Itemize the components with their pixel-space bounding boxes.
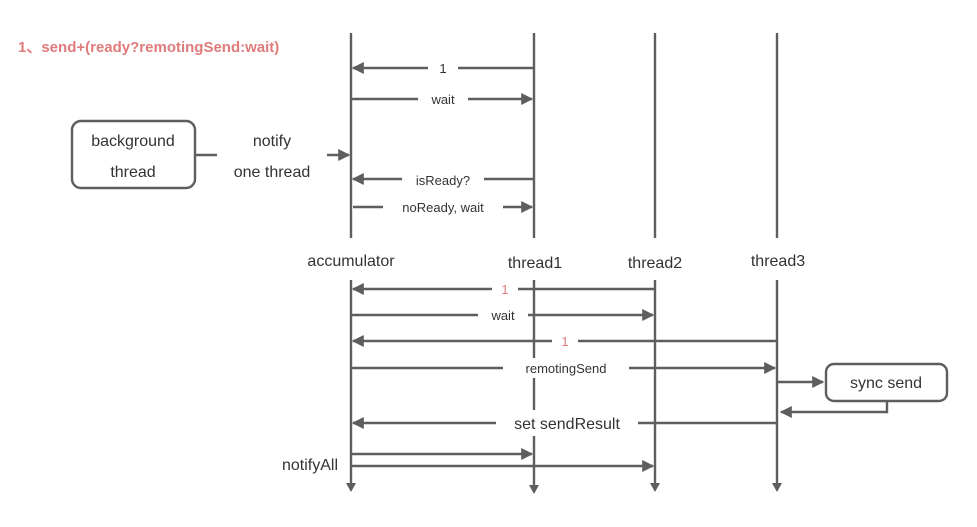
lifeline-label-thread3: thread3 bbox=[751, 253, 805, 270]
background-thread-label-line1: background bbox=[91, 133, 175, 150]
message-label: 1 bbox=[501, 282, 508, 297]
thread1-end-arrow-icon bbox=[529, 485, 539, 494]
lower-message-thread3-1: 1 bbox=[351, 332, 777, 350]
lifeline-label-thread2: thread2 bbox=[628, 255, 682, 272]
message-label: wait bbox=[490, 308, 515, 323]
message-label: isReady? bbox=[416, 173, 470, 188]
upper-message-1: 1 bbox=[351, 58, 534, 76]
notify-one-thread-connector: notify one thread bbox=[195, 133, 351, 181]
lifeline-label-accumulator: accumulator bbox=[307, 253, 395, 270]
thread3-end-arrow-icon bbox=[772, 483, 782, 492]
notify-label-line1: notify bbox=[253, 133, 291, 150]
sync-send-box: sync send bbox=[777, 362, 949, 418]
diagram-title: 1、send+(ready?remotingSend:wait) bbox=[18, 39, 279, 56]
accumulator-end-arrow-icon bbox=[346, 483, 356, 492]
lower-message-set-sendresult: set sendResult bbox=[351, 410, 777, 436]
message-label: remotingSend bbox=[526, 361, 607, 376]
upper-message-wait: wait bbox=[351, 89, 534, 107]
thread2-end-arrow-icon bbox=[650, 483, 660, 492]
lower-message-thread2-1: 1 bbox=[351, 280, 655, 298]
message-label: 1 bbox=[439, 61, 446, 76]
lower-message-remotingsend: remotingSend bbox=[351, 358, 777, 378]
background-thread-label-line2: thread bbox=[110, 164, 155, 181]
notify-all-messages: notifyAll bbox=[282, 448, 655, 474]
upper-message-isready: isReady? bbox=[351, 169, 534, 189]
notify-all-label: notifyAll bbox=[282, 457, 338, 474]
message-label: 1 bbox=[561, 334, 568, 349]
lifeline-label-thread1: thread1 bbox=[508, 255, 562, 272]
background-thread-box: background thread bbox=[70, 119, 197, 190]
upper-message-noready-wait: noReady, wait bbox=[353, 197, 534, 217]
message-label: wait bbox=[430, 92, 455, 107]
message-label: noReady, wait bbox=[402, 200, 484, 215]
lower-message-wait: wait bbox=[351, 305, 655, 323]
sync-send-label: sync send bbox=[850, 375, 922, 392]
message-label: set sendResult bbox=[514, 416, 620, 433]
notify-label-line2: one thread bbox=[234, 164, 311, 181]
